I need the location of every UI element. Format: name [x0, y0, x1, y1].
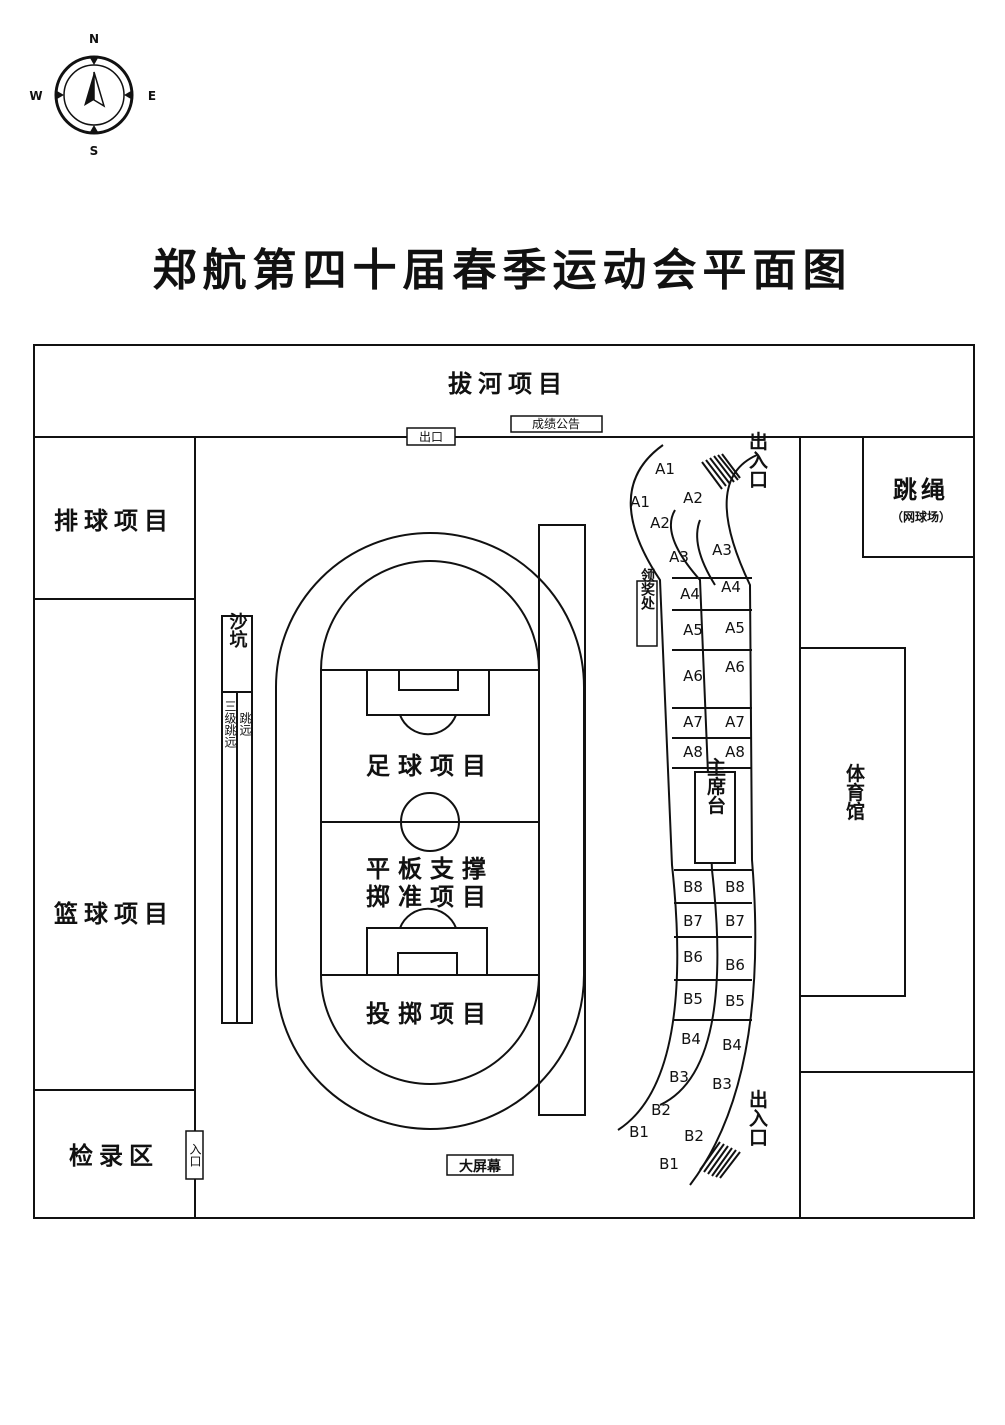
entrance-box [185, 1130, 204, 1180]
award-office-label: 领奖处 [639, 567, 656, 611]
seat-a2-inner: A2 [650, 514, 670, 532]
sandpit-label: 沙坑 [227, 612, 248, 649]
entrance-label: 入口 [188, 1143, 202, 1167]
grandstand [617, 444, 758, 1186]
basketball-label: 篮球项目 [53, 900, 174, 928]
seat-b3-outer: B3 [712, 1075, 732, 1093]
main-stand-label: 主席台 [704, 757, 726, 814]
seat-b3-inner: B3 [669, 1068, 689, 1086]
seat-a5-outer: A5 [725, 619, 745, 637]
main-stand-box [694, 771, 736, 864]
seat-a3-inner: A3 [669, 548, 689, 566]
seat-b5-outer: B5 [725, 992, 745, 1010]
checkin-label: 检录区 [69, 1142, 159, 1170]
throwing-label: 投掷项目 [366, 1000, 494, 1028]
venue-boundary [33, 344, 975, 1219]
seat-b5-inner: B5 [683, 990, 703, 1008]
long-jump-label: 跳远 [238, 712, 252, 736]
seat-b8-inner: B8 [683, 878, 703, 896]
results-board-label: 成绩公告 [532, 417, 580, 431]
compass-north: N [89, 32, 99, 46]
plank-label-line2: 掷准项目 [366, 883, 494, 911]
seat-b4-outer: B4 [722, 1036, 742, 1054]
seat-b8-outer: B8 [725, 878, 745, 896]
seat-b4-inner: B4 [681, 1030, 701, 1048]
seat-a6-inner: A6 [683, 667, 703, 685]
plank-label-line1: 平板支撑 [366, 855, 494, 883]
seat-a7-outer: A7 [725, 713, 745, 731]
tug-of-war-label: 拔河项目 [448, 370, 568, 398]
big-screen-box [446, 1154, 514, 1176]
compass-west: W [29, 89, 42, 103]
entry-exit-top-label: 出入口 [746, 430, 768, 488]
seat-a2-outer: A2 [683, 489, 703, 507]
volleyball-label: 排球项目 [54, 507, 174, 535]
seat-b7-outer: B7 [725, 912, 745, 930]
seat-b2-inner: B2 [651, 1101, 671, 1119]
seat-b1-inner: B1 [629, 1123, 649, 1141]
seat-b2-outer: B2 [684, 1127, 704, 1145]
compass-south: S [90, 144, 99, 158]
triple-jump-label: 三级跳远 [223, 700, 237, 748]
entry-exit-bottom-label: 出入口 [746, 1088, 768, 1146]
results-board-box [510, 415, 603, 433]
seat-a4-inner: A4 [680, 585, 700, 603]
seat-b6-inner: B6 [683, 948, 703, 966]
seat-a5-inner: A5 [683, 621, 703, 639]
seat-b1-outer: B1 [659, 1155, 679, 1173]
exit-top-label: 出口 [419, 430, 443, 444]
big-screen-label: 大屏幕 [459, 1158, 502, 1175]
seat-b6-outer: B6 [725, 956, 745, 974]
map-title: 郑航第四十届春季运动会平面图 [152, 245, 853, 296]
seat-a4-outer: A4 [721, 578, 741, 596]
seat-a6-outer: A6 [725, 658, 745, 676]
rope-label: 跳绳 [893, 476, 949, 504]
seat-a1-inner: A1 [630, 493, 650, 511]
seat-a8-inner: A8 [683, 743, 703, 761]
seat-a8-outer: A8 [725, 743, 745, 761]
stairs-bottom-icon [699, 1141, 741, 1179]
seat-a1-outer: A1 [655, 460, 675, 478]
straight-lane-strip [538, 524, 586, 1116]
seat-b7-inner: B7 [683, 912, 703, 930]
tennis-label: （网球场） [891, 509, 951, 524]
stairs-top-icon [701, 453, 741, 490]
award-office-box [636, 580, 658, 647]
gym-label: 体育馆 [843, 762, 865, 821]
seat-a3-outer: A3 [712, 541, 732, 559]
compass-east: E [148, 89, 156, 103]
gym-building [799, 647, 906, 997]
exit-top-box [406, 427, 456, 446]
running-track [275, 532, 585, 1130]
seat-a7-inner: A7 [683, 713, 703, 731]
football-label: 足球项目 [366, 752, 494, 780]
compass-icon [54, 55, 134, 135]
